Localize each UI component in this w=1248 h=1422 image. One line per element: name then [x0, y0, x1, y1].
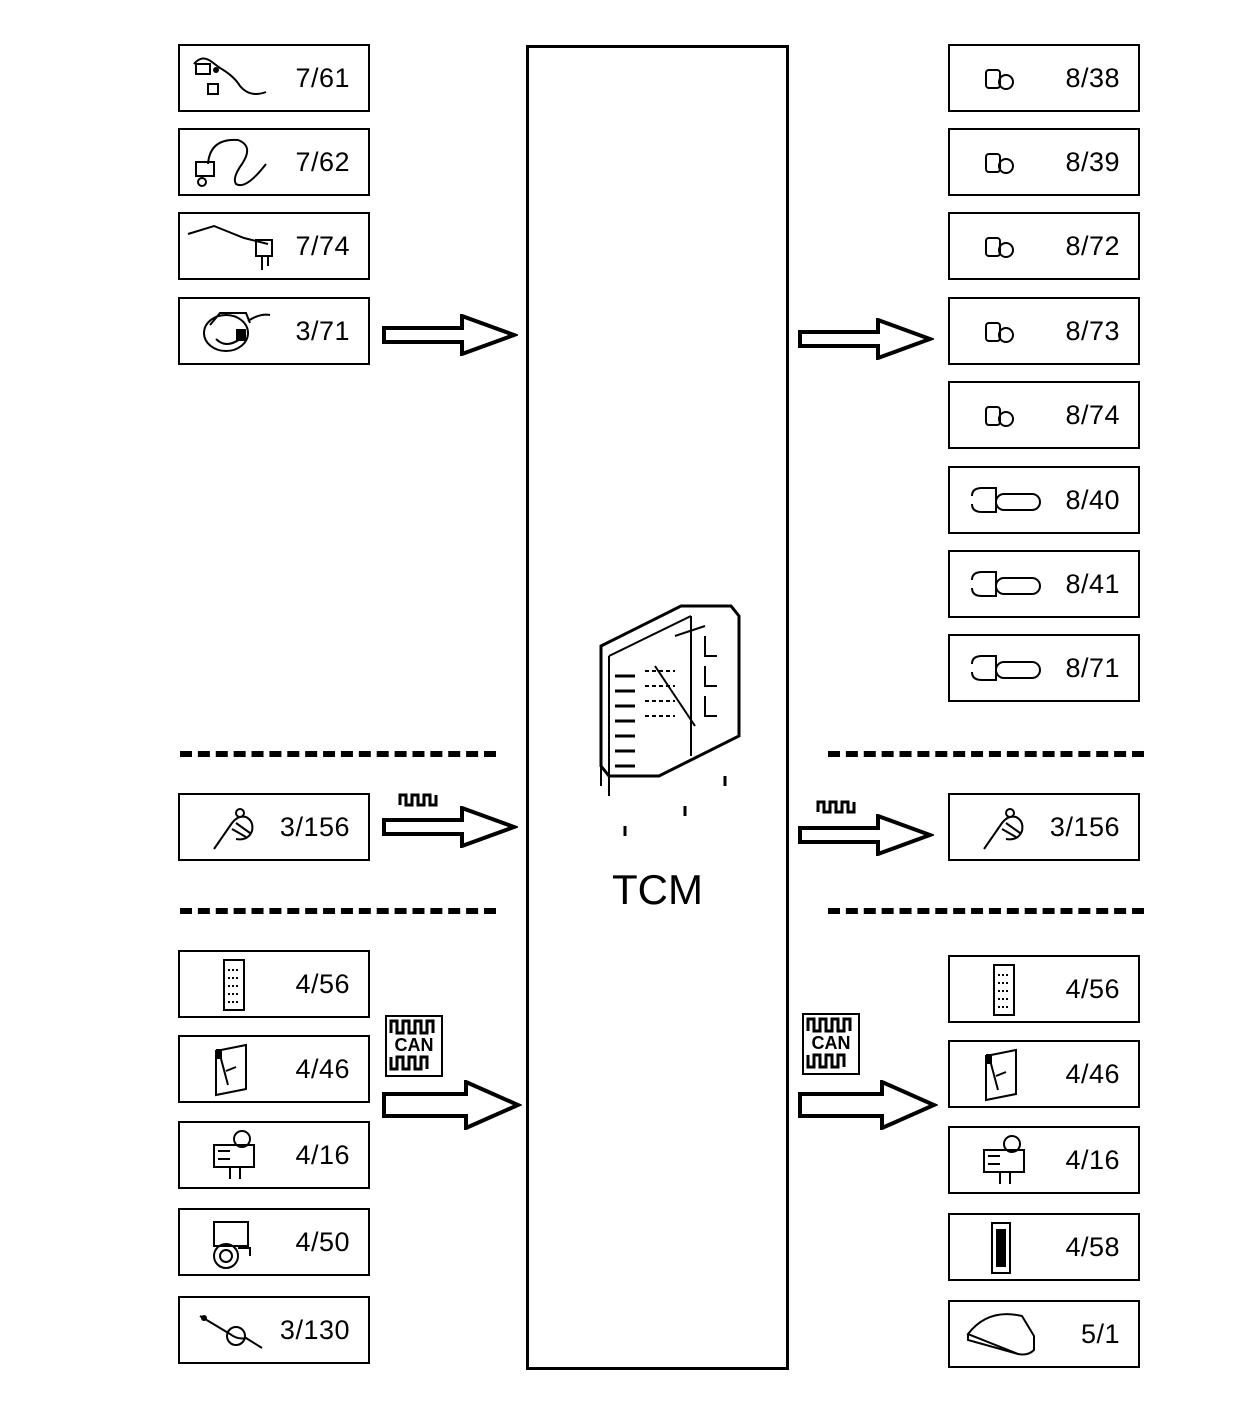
- component-7-62[interactable]: 7/62: [178, 128, 370, 196]
- component-4-56-right[interactable]: 4/56: [948, 955, 1140, 1023]
- component-code: 3/156: [279, 812, 350, 842]
- solenoid-icon: [985, 153, 1014, 174]
- component-code: 8/71: [1065, 653, 1120, 683]
- pressure-regulator-icon: [971, 655, 1041, 681]
- can-signal-icon: [389, 1019, 435, 1035]
- engine-module-icon: [215, 1043, 247, 1097]
- component-code: 4/16: [1065, 1145, 1120, 1175]
- component-5-1-right[interactable]: 5/1: [948, 1300, 1140, 1368]
- engine-module-icon: [985, 1048, 1017, 1102]
- abs-unit-icon: [983, 1135, 1025, 1184]
- component-4-50-left[interactable]: 4/50: [178, 1208, 370, 1276]
- component-4-58-right[interactable]: 4/58: [948, 1213, 1140, 1281]
- left-component-column: 7/61 7/62 7/74 3/71 3/156 4/56 4/46 4/16…: [178, 0, 378, 1422]
- control-unit-icon: [993, 964, 1015, 1016]
- can-label: CAN: [811, 1033, 851, 1053]
- pwm-signal-icon: [816, 800, 856, 814]
- can-label: CAN: [394, 1035, 434, 1055]
- component-8-73[interactable]: 8/73: [948, 297, 1140, 365]
- solenoid-icon: [985, 322, 1014, 343]
- component-code: 4/46: [1065, 1059, 1120, 1089]
- component-code: 4/56: [1065, 974, 1120, 1004]
- can-signal-icon: [806, 1053, 846, 1069]
- pressure-regulator-icon: [971, 487, 1041, 513]
- component-code: 3/71: [295, 316, 350, 346]
- component-code: 8/72: [1065, 231, 1120, 261]
- component-8-72[interactable]: 8/72: [948, 212, 1140, 280]
- component-code: 4/58: [1065, 1232, 1120, 1262]
- component-code: 8/38: [1065, 63, 1120, 93]
- component-4-46-right[interactable]: 4/46: [948, 1040, 1140, 1108]
- component-code: 8/73: [1065, 316, 1120, 346]
- can-signal-icon: [389, 1055, 429, 1071]
- component-code: 5/1: [1080, 1319, 1120, 1349]
- input-arrow-can: [382, 1080, 522, 1130]
- component-code: 7/61: [295, 63, 350, 93]
- pwm-signal-icon: [398, 793, 438, 807]
- component-8-71[interactable]: 8/71: [948, 634, 1140, 702]
- selector-lever-icon: [983, 808, 1024, 850]
- component-7-74[interactable]: 7/74: [178, 212, 370, 280]
- solenoid-icon: [985, 69, 1014, 90]
- throttle-body-icon: [213, 1221, 251, 1269]
- can-signal-icon: [806, 1017, 852, 1033]
- pressure-regulator-icon: [971, 571, 1041, 597]
- control-unit-icon: [223, 959, 245, 1011]
- tcm-label: TCM: [612, 866, 703, 913]
- component-code: 4/50: [295, 1227, 350, 1257]
- component-code: 4/16: [295, 1140, 350, 1170]
- component-code: 4/46: [295, 1054, 350, 1084]
- component-8-41[interactable]: 8/41: [948, 550, 1140, 618]
- sensor-cable-icon: [193, 57, 267, 95]
- range-switch-icon: [203, 312, 271, 352]
- separator-right-upper: [828, 751, 1144, 757]
- component-code: 7/74: [295, 231, 350, 261]
- component-4-46-left[interactable]: 4/46: [178, 1035, 370, 1103]
- component-8-38[interactable]: 8/38: [948, 44, 1140, 112]
- separator-right-lower: [828, 908, 1144, 914]
- component-code: 3/156: [1049, 812, 1120, 842]
- component-3-71[interactable]: 3/71: [178, 297, 370, 365]
- abs-unit-icon: [213, 1130, 255, 1179]
- component-7-61[interactable]: 7/61: [178, 44, 370, 112]
- input-arrow-sensors: [382, 314, 518, 356]
- pressure-sensor-icon: [187, 224, 273, 270]
- component-3-130-left[interactable]: 3/130: [178, 1296, 370, 1364]
- solenoid-icon: [985, 406, 1014, 427]
- output-arrow-solenoids: [798, 318, 934, 360]
- steering-angle-sensor-icon: [199, 1315, 263, 1349]
- instrument-cluster-icon: [966, 1313, 1035, 1356]
- component-code: 8/74: [1065, 400, 1120, 430]
- component-4-16-left[interactable]: 4/16: [178, 1121, 370, 1189]
- component-3-156-input[interactable]: 3/156: [178, 793, 370, 861]
- selector-lever-icon: [213, 808, 254, 850]
- component-code: 8/40: [1065, 485, 1120, 515]
- component-4-56-left[interactable]: 4/56: [178, 950, 370, 1018]
- component-code: 3/130: [279, 1315, 350, 1345]
- component-3-156-output[interactable]: 3/156: [948, 793, 1140, 861]
- input-arrow-selector: [382, 806, 518, 848]
- output-arrow-can: [798, 1080, 938, 1130]
- separator-left-upper: [180, 751, 496, 757]
- module-icon: [991, 1222, 1011, 1274]
- component-code: 8/41: [1065, 569, 1120, 599]
- output-arrow-selector: [798, 814, 934, 856]
- component-code: 4/56: [295, 969, 350, 999]
- tcm-ecu-icon: [599, 604, 741, 836]
- right-component-column: 8/38 8/39 8/72 8/73 8/74 8/40 8/41 8/71 …: [948, 0, 1148, 1422]
- component-code: 8/39: [1065, 147, 1120, 177]
- component-code: 7/62: [295, 147, 350, 177]
- can-bus-badge-left: CAN: [385, 1015, 443, 1077]
- component-4-16-right[interactable]: 4/16: [948, 1126, 1140, 1194]
- component-8-39[interactable]: 8/39: [948, 128, 1140, 196]
- can-bus-badge-right: CAN: [802, 1013, 860, 1075]
- separator-left-lower: [180, 908, 496, 914]
- solenoid-icon: [985, 237, 1014, 258]
- component-8-40[interactable]: 8/40: [948, 466, 1140, 534]
- component-8-74[interactable]: 8/74: [948, 381, 1140, 449]
- speed-sensor-icon: [195, 138, 267, 187]
- tcm-module-block[interactable]: TCM: [526, 45, 789, 1370]
